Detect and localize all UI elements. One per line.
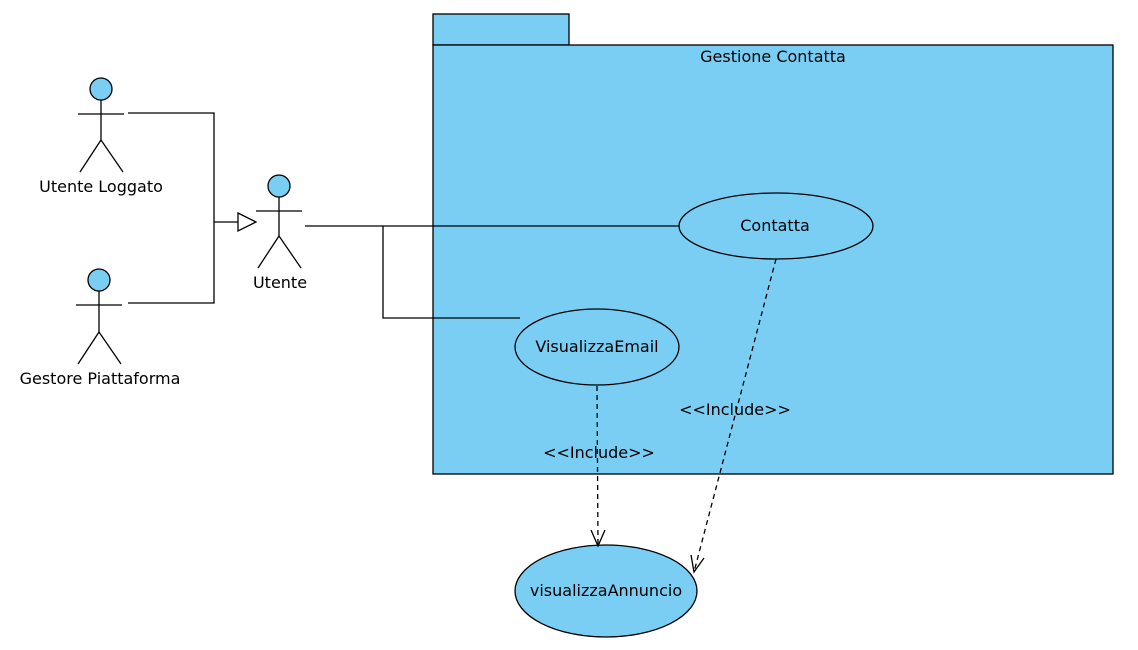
actor-gestore-piattaforma[interactable]: Gestore Piattaforma: [20, 268, 181, 388]
package-tab: [432, 13, 570, 46]
use-case-visualizza-annuncio[interactable]: visualizzaAnnuncio: [514, 544, 698, 638]
use-case-ellipse: [514, 544, 698, 638]
actor-left-leg: [79, 139, 102, 173]
use-case-label: Contatta: [740, 216, 810, 235]
actor-label: Utente: [253, 273, 307, 292]
actor-utente[interactable]: Utente: [253, 174, 307, 292]
actor-head: [87, 268, 111, 292]
association-line: [382, 226, 520, 319]
include-arrowhead: [590, 529, 606, 548]
use-case-label: visualizzaAnnuncio: [530, 581, 682, 600]
actor-utente-loggato[interactable]: Utente Loggato: [39, 77, 163, 196]
generalization-to-utente[interactable]: [128, 112, 258, 304]
include-label: <<Include>>: [543, 443, 655, 462]
generalization-line-utente-loggato: [128, 112, 215, 222]
actor-left-leg: [257, 235, 280, 269]
actor-label: Utente Loggato: [39, 177, 163, 196]
generalization-arrowhead: [237, 211, 258, 233]
actor-right-leg: [100, 139, 124, 173]
include-contatta[interactable]: <<Include>>: [679, 258, 791, 574]
include-visualizza-email[interactable]: <<Include>>: [543, 385, 655, 548]
generalization-line-gestore: [128, 222, 215, 304]
use-case-label: VisualizzaEmail: [535, 337, 658, 356]
use-case-contatta[interactable]: Contatta: [678, 192, 874, 260]
actor-head: [267, 174, 291, 198]
include-arrowhead: [690, 554, 705, 574]
association-utente-visualizza-email[interactable]: [382, 226, 520, 319]
actor-right-leg: [278, 235, 302, 269]
use-case-visualizza-email[interactable]: VisualizzaEmail: [514, 308, 680, 386]
include-label: <<Include>>: [679, 400, 791, 419]
actor-label: Gestore Piattaforma: [20, 369, 181, 388]
actor-left-leg: [77, 331, 100, 365]
package-title: Gestione Contatta: [700, 47, 846, 66]
actor-right-leg: [98, 331, 122, 365]
use-case-ellipse: [514, 308, 680, 386]
actor-head: [89, 77, 113, 101]
